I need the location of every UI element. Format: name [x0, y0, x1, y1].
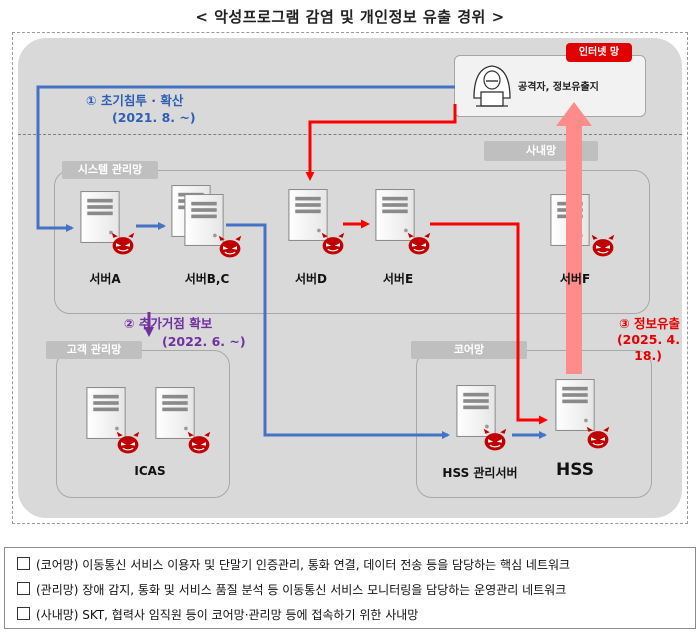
customer-management-zone [56, 350, 230, 498]
step1-label: ① 초기침투 · 확산 [86, 93, 184, 108]
server-e-icon [375, 188, 431, 256]
hss-management-server-icon [456, 384, 507, 452]
checkbox-icon [17, 607, 30, 620]
legend-management-network: (관리망) 장애 감지, 통화 및 서비스 품질 분석 등 이동통신 서비스 모… [17, 581, 566, 598]
server-d-label: 서버D [294, 272, 328, 286]
customer-management-zone-label: 고객 관리망 [46, 341, 142, 359]
step3-date-line1: (2025. 4. [616, 332, 680, 347]
hss-label: HSS [556, 460, 594, 480]
legend-management-text: (관리망) 장애 감지, 통화 및 서비스 품질 분석 등 이동통신 서비스 모… [36, 583, 567, 597]
server-bc-icon [171, 184, 242, 259]
step1-date: (2021. 8. ~) [112, 110, 196, 125]
icas-icon [86, 386, 211, 455]
server-f-icon [550, 193, 615, 258]
system-management-zone-label: 시스템 관리망 [62, 161, 158, 179]
legend-internal-text: (사내망) SKT, 협력사 임직원 등이 코어망·관리망 등에 접속하기 위한… [36, 608, 419, 622]
system-management-zone [54, 170, 650, 314]
diagram-title: < 악성프로그램 감염 및 개인정보 유출 경위 > [195, 8, 505, 26]
checkbox-icon [17, 582, 30, 595]
internet-network-tag: 인터넷 망 [566, 43, 632, 62]
legend-core-network: (코어망) 이동통신 서비스 이용자 및 단말기 인증관리, 통화 연결, 데이… [17, 556, 570, 573]
internet-boundary-line [18, 134, 682, 135]
core-network-zone [416, 350, 652, 498]
core-network-zone-label: 코어망 [411, 341, 527, 359]
diagram-frame [12, 32, 688, 524]
attacker-label: 공격자, 정보유출지 [518, 82, 599, 93]
legend-box: (코어망) 이동통신 서비스 이용자 및 단말기 인증관리, 통화 연결, 데이… [4, 547, 696, 629]
server-e-to-hss-arrow [430, 222, 548, 425]
legend-core-text: (코어망) 이동통신 서비스 이용자 및 단말기 인증관리, 통화 연결, 데이… [36, 558, 571, 572]
server-f-label: 서버F [559, 272, 591, 286]
server-bc-label: 서버B,C [184, 272, 230, 286]
hacker-icon [473, 65, 511, 107]
data-exfiltration-arrow [556, 102, 592, 374]
server-a-label: 서버A [89, 272, 121, 286]
server-e-label: 서버E [382, 272, 414, 286]
checkbox-icon [17, 557, 30, 570]
server-bc-to-hss-mgmt-arrow [226, 223, 450, 439]
attacker-to-server-d-arrow [305, 104, 457, 181]
icas-label: ICAS [134, 464, 166, 478]
legend-internal-network: (사내망) SKT, 협력사 임직원 등이 코어망·관리망 등에 접속하기 위한… [17, 606, 418, 623]
step3-date-line2: 18.) [634, 348, 662, 363]
step2-date: (2022. 6. ~) [162, 334, 246, 349]
hss-management-server-label: HSS 관리서버 [442, 466, 518, 480]
step3-label: ③ 정보유출 [619, 316, 680, 331]
server-a-icon [80, 190, 135, 256]
hss-icon [555, 378, 610, 450]
server-d-icon [288, 188, 345, 256]
step2-label: ② 추가거점 확보 [124, 316, 213, 331]
initial-intrusion-arrow [36, 85, 455, 232]
